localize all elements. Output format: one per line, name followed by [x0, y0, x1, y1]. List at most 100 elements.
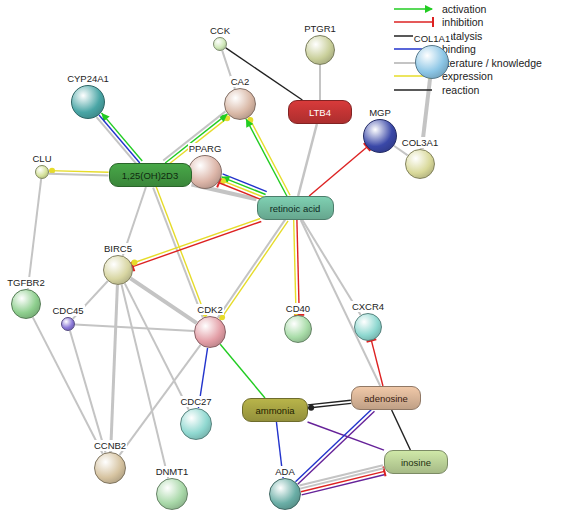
protein-sphere [94, 452, 126, 484]
connector-line [99, 115, 140, 163]
node-label: MGP [368, 107, 392, 118]
connector [99, 115, 140, 163]
node-label: COL1A1 [413, 33, 451, 44]
connector-line [101, 113, 142, 161]
protein-sphere [354, 313, 382, 341]
connector-line [220, 344, 265, 398]
node-label: CLU [32, 153, 53, 164]
connector [101, 113, 142, 161]
connector-line [156, 186, 206, 316]
connector [320, 65, 321, 100]
protein-node: CCNB2 [93, 440, 127, 484]
connector [298, 124, 317, 196]
connector-line [165, 114, 227, 163]
connector [49, 168, 109, 174]
legend-row: inhibition [392, 16, 542, 30]
connector-line [133, 222, 262, 267]
legend-text: inhibition [442, 16, 483, 28]
legend-text: activation [442, 3, 486, 15]
protein-node: TGFBR2 [6, 277, 45, 319]
connector-line [294, 220, 296, 315]
end-dot [49, 168, 55, 174]
connector [309, 143, 370, 196]
node-label: CD40 [285, 303, 311, 314]
connector [28, 179, 41, 289]
connector-line [97, 117, 138, 165]
node-label: CDC45 [51, 305, 84, 316]
connector-line [319, 65, 321, 100]
protein-node: CLU [32, 153, 53, 179]
node-label: 1,25(OH)2D3 [122, 170, 179, 181]
node-label: PTGR1 [303, 23, 337, 34]
legend-row: expression [392, 70, 542, 84]
connector [111, 285, 118, 452]
protein-sphere [71, 85, 105, 119]
protein-sphere [224, 88, 256, 120]
node-label: CA2 [230, 76, 250, 87]
connector [122, 285, 169, 479]
connector-line [299, 465, 382, 485]
connector-line [49, 174, 109, 176]
compound-node: LTB4 [288, 100, 352, 124]
protein-node: CCK [209, 25, 231, 51]
connector-line [28, 179, 41, 289]
connector-line [219, 183, 263, 201]
connector-line [300, 468, 383, 488]
protein-sphere [11, 289, 41, 319]
node-label: PPARG [188, 143, 223, 154]
protein-sphere [194, 316, 226, 348]
compound-node: retinoic acid [257, 196, 334, 220]
connector-line [218, 219, 286, 318]
connector-line [122, 285, 169, 479]
legend-row: activation [392, 2, 542, 16]
node-label: CDC27 [179, 396, 212, 407]
connector [367, 339, 383, 386]
connector-line [308, 400, 351, 405]
protein-sphere [103, 255, 133, 285]
protein-sphere [305, 35, 335, 65]
protein-node: CA2 [224, 76, 256, 120]
connector-line [125, 283, 189, 409]
legend-row: binding [392, 43, 542, 57]
connector [308, 422, 384, 450]
connector [221, 176, 265, 194]
node-label: CCNB2 [93, 440, 127, 451]
node-label: BIRC5 [103, 243, 133, 254]
legend-text: literature / knowledge [442, 57, 542, 69]
node-label: retinoic acid [270, 203, 321, 214]
connector [392, 410, 411, 450]
node-label: COL3A1 [401, 137, 439, 148]
node-label: ammonia [255, 405, 294, 416]
protein-node: BIRC5 [103, 243, 133, 285]
activation-arrowhead [246, 119, 253, 128]
node-label: adenosine [364, 393, 408, 404]
protein-node: PPARG [188, 143, 223, 189]
connector [219, 221, 288, 320]
connector [131, 222, 261, 272]
legend-sample [392, 16, 436, 28]
connector-line [249, 117, 290, 195]
connector [308, 400, 351, 405]
compound-node: 1,25(OH)2D3 [109, 163, 192, 187]
protein-node: MGP [363, 107, 397, 153]
protein-sphere [156, 478, 188, 510]
legend-text: reaction [442, 84, 479, 96]
connector [220, 178, 264, 198]
connector [247, 117, 290, 195]
node-label: CXCR4 [351, 301, 385, 312]
protein-node: ADA [269, 466, 301, 510]
node-label: CDK2 [196, 304, 223, 315]
node-label: inosine [401, 457, 431, 468]
protein-node: CDC45 [51, 305, 84, 331]
protein-sphere [180, 408, 212, 440]
protein-node: CDC27 [179, 396, 212, 440]
connector [294, 220, 304, 315]
connector [301, 467, 386, 492]
connector-line [297, 220, 299, 315]
connector [163, 111, 225, 160]
connector [220, 344, 265, 398]
connector [300, 468, 383, 488]
connector-line [163, 111, 225, 160]
connector-line [371, 341, 383, 386]
connector-line [392, 410, 411, 450]
